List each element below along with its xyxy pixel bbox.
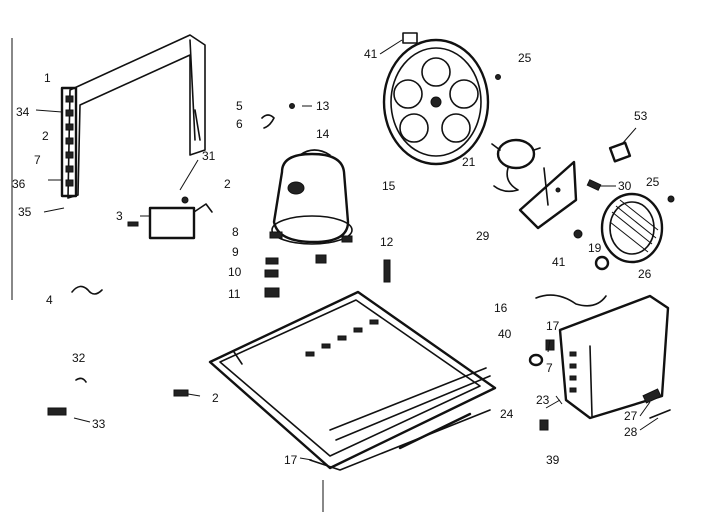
part-41-right bbox=[594, 255, 610, 271]
part-25-top bbox=[495, 74, 501, 80]
fan-motor bbox=[491, 138, 541, 193]
part-4-wire bbox=[71, 285, 103, 295]
blower-wheel bbox=[600, 192, 664, 264]
leader-lines bbox=[35, 39, 659, 461]
label-12: 12 bbox=[380, 235, 394, 249]
part-30 bbox=[586, 179, 602, 191]
label-3: 3 bbox=[116, 209, 123, 223]
label-7: 7 bbox=[34, 153, 41, 167]
label-16: 16 bbox=[494, 301, 508, 315]
label-40: 40 bbox=[498, 327, 512, 341]
part-32 bbox=[75, 377, 87, 383]
label-14: 14 bbox=[316, 127, 330, 141]
label-15: 15 bbox=[382, 179, 396, 193]
label-9: 9 bbox=[232, 245, 239, 259]
label-39: 39 bbox=[546, 453, 560, 467]
label-19: 19 bbox=[588, 241, 602, 255]
label-36: 36 bbox=[12, 177, 26, 191]
label-35: 35 bbox=[18, 205, 32, 219]
base-pan bbox=[208, 290, 497, 471]
label-11: 11 bbox=[228, 287, 241, 301]
label-17-bottom: 17 bbox=[284, 453, 298, 467]
label-6: 6 bbox=[236, 117, 243, 131]
label-32: 32 bbox=[72, 351, 86, 365]
compressor bbox=[269, 149, 353, 264]
label-7-right: 7 bbox=[546, 361, 553, 375]
bolt-12 bbox=[383, 259, 391, 283]
part-41-top bbox=[402, 32, 418, 44]
part-40 bbox=[528, 353, 544, 367]
part-28 bbox=[649, 409, 671, 419]
label-17-right: 17 bbox=[546, 319, 560, 333]
label-26: 26 bbox=[638, 267, 652, 281]
capacitor-bracket bbox=[127, 196, 213, 240]
label-31: 31 bbox=[202, 149, 216, 163]
label-25-right: 25 bbox=[646, 175, 660, 189]
control-box bbox=[535, 294, 670, 420]
compressor-mounts bbox=[264, 257, 280, 298]
label-29: 29 bbox=[476, 229, 490, 243]
part-39 bbox=[539, 419, 549, 431]
screw-2 bbox=[173, 389, 189, 397]
fan-blade bbox=[382, 38, 490, 166]
label-2-bottom: 2 bbox=[212, 391, 219, 405]
label-53: 53 bbox=[634, 109, 648, 123]
label-33: 33 bbox=[92, 417, 106, 431]
part-53 bbox=[608, 141, 632, 163]
label-2-left: 2 bbox=[42, 129, 49, 143]
label-8: 8 bbox=[232, 225, 239, 239]
label-28: 28 bbox=[624, 425, 638, 439]
label-23: 23 bbox=[536, 393, 550, 407]
label-34: 34 bbox=[16, 105, 30, 119]
label-21: 21 bbox=[462, 155, 476, 169]
part-25-right bbox=[667, 195, 675, 203]
label-4: 4 bbox=[46, 293, 53, 307]
part-19 bbox=[573, 229, 583, 239]
label-13: 13 bbox=[316, 99, 330, 113]
label-41-right: 41 bbox=[552, 255, 566, 269]
label-10: 10 bbox=[228, 265, 242, 279]
label-27: 27 bbox=[624, 409, 638, 423]
small-fittings-top bbox=[261, 103, 295, 129]
callout-labels: 1 34 2 7 36 35 5 6 13 14 31 2 3 8 9 10 1… bbox=[12, 47, 660, 467]
label-5: 5 bbox=[236, 99, 243, 113]
label-24: 24 bbox=[500, 407, 514, 421]
condenser-coil bbox=[60, 34, 206, 199]
label-25-top: 25 bbox=[518, 51, 532, 65]
label-41-top: 41 bbox=[364, 47, 378, 61]
label-30: 30 bbox=[618, 179, 632, 193]
label-1: 1 bbox=[44, 71, 51, 85]
label-2-mid: 2 bbox=[224, 177, 231, 191]
part-33 bbox=[47, 407, 67, 416]
motor-bracket bbox=[518, 160, 578, 230]
part-27 bbox=[642, 388, 662, 404]
